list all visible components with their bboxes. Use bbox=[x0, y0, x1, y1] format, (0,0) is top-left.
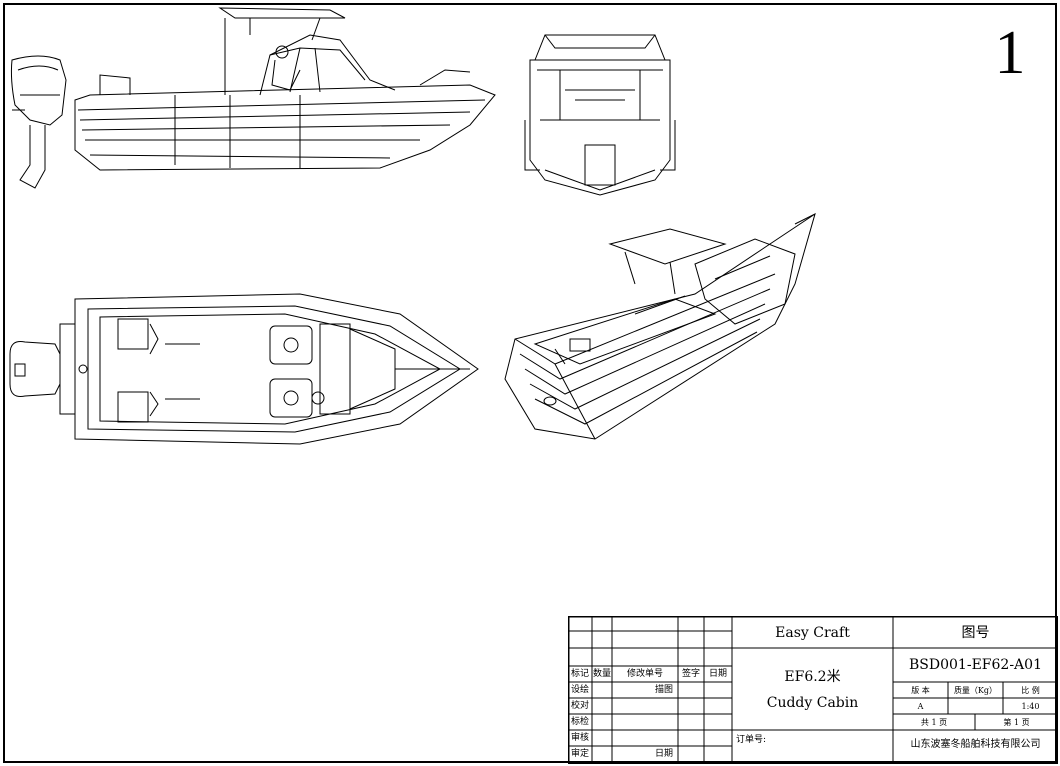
isometric-view-drawing bbox=[504, 212, 816, 440]
page-number: 第 1 页 bbox=[1003, 718, 1030, 727]
company-short-name: Easy Craft bbox=[775, 625, 850, 641]
role-checker: 校对 bbox=[570, 701, 589, 711]
scale-label: 比 例 bbox=[1021, 686, 1040, 695]
rev-header-date: 日期 bbox=[708, 669, 727, 679]
role-standards: 标检 bbox=[570, 717, 589, 727]
order-number-label: 订单号: bbox=[736, 735, 767, 745]
top-view-drawing bbox=[9, 293, 479, 445]
rev-header-sign: 签字 bbox=[681, 669, 700, 679]
role-approver: 审定 bbox=[570, 749, 589, 759]
total-pages: 共 1 页 bbox=[920, 718, 948, 727]
version-label: 版 本 bbox=[911, 686, 930, 695]
role-designer: 设绘 bbox=[570, 685, 589, 695]
scale-value: 1:40 bbox=[1021, 702, 1040, 711]
date-label: 日期 bbox=[654, 749, 673, 759]
model-number: EF6.2米 bbox=[784, 669, 841, 685]
side-view-drawing bbox=[10, 7, 496, 189]
sheet-number: 1 bbox=[994, 19, 1026, 87]
model-name: Cuddy Cabin bbox=[766, 695, 859, 711]
mass-label: 质量（Kg） bbox=[953, 686, 998, 695]
title-block-grid bbox=[568, 616, 1058, 764]
role-reviewer: 审核 bbox=[570, 733, 589, 743]
front-view-drawing bbox=[524, 34, 676, 196]
rev-header-change-no: 修改单号 bbox=[626, 669, 663, 679]
drawing-number-label: 图号 bbox=[961, 625, 990, 641]
rev-header-qty: 数量 bbox=[592, 669, 611, 679]
drawn-by-label: 描图 bbox=[654, 685, 673, 695]
drawing-number: BSD001-EF62-A01 bbox=[909, 657, 1042, 673]
rev-header-mark: 标记 bbox=[570, 669, 589, 679]
version-value: A bbox=[917, 702, 924, 711]
company-full-name: 山东波塞冬船舶科技有限公司 bbox=[910, 739, 1041, 750]
